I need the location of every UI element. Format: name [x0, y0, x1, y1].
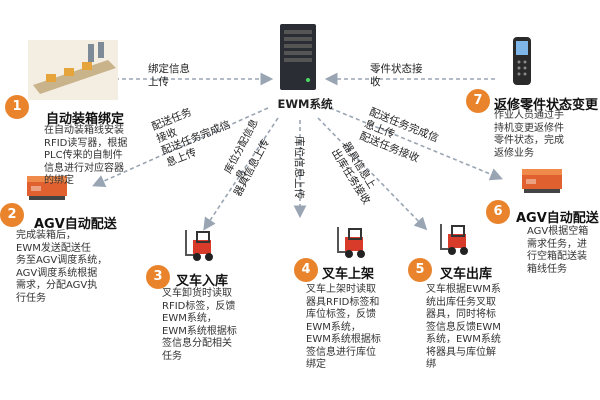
arrow-delivery-left [92, 107, 269, 187]
arrow-forklift-out [317, 117, 428, 231]
step-7-title: 返修零件状态变更 [494, 98, 599, 113]
forklift-icon [183, 228, 219, 262]
step-5-title: 叉车出库 [440, 267, 493, 282]
step-4-desc: 叉车上架时读取 器具RFID标签和 库位标签，反馈 EWM系统， EWM系统根据… [306, 284, 381, 370]
step-6-desc: AGV根据空箱 需求任务，进 行空箱配送装 箱线任务 [527, 226, 589, 275]
step-1-number: 1 [5, 95, 29, 119]
step-3-title: 叉车入库 [176, 274, 229, 289]
flow-part-status-receive: 零件状态接 收 [370, 63, 423, 88]
step-4-title: 叉车上架 [322, 267, 375, 282]
arrow-delivery-right [329, 107, 503, 181]
step-2-title: AGV自动配送 [34, 217, 117, 232]
server-icon [278, 22, 320, 94]
step-2-desc: 完成装箱后， EWM发送配送任 务至AGV调度系统， AGV调度系统根据 需求，… [16, 230, 108, 304]
step-6-title: AGV自动配送 [516, 211, 599, 226]
forklift-icon [335, 225, 371, 259]
handheld-scanner-icon [512, 36, 532, 86]
step-2-number: 2 [0, 203, 24, 227]
step-5-number: 5 [408, 258, 432, 282]
forklift-icon [438, 222, 474, 256]
step-7-number: 7 [466, 89, 490, 113]
arrow-forklift-in [203, 117, 279, 231]
flow-location-upload: 库位信息上传 [293, 136, 305, 199]
step-3-desc: 叉车卸货时读取 RFID标签，反馈 EWM系统， EWM系统根据标 签信息分配相… [162, 288, 237, 362]
step-1-title: 自动装箱绑定 [46, 112, 125, 127]
step-4-number: 4 [294, 258, 318, 282]
agv-cart-icon [25, 172, 69, 202]
step-5-desc: 叉车根据EWM系 统出库任务叉取 器具，同时将标 签信息反馈EWM 系统，EWM… [426, 284, 501, 370]
step-1-desc: 在自动装箱线安装 RFID读写器，根据 PLC传来的自制件 信息进行对应容器 的… [44, 125, 128, 186]
assembly-line-icon [28, 40, 118, 100]
step-6-number: 6 [486, 200, 510, 224]
flow-bind-upload: 绑定信息 上传 [148, 63, 190, 88]
step-3-number: 3 [146, 265, 170, 289]
server-label: EWM系统 [277, 97, 333, 111]
step-7-desc: 作业人员通过手 持机变更返修件 零件状态，完成 返修业务 [494, 110, 564, 159]
agv-cart-icon [520, 165, 564, 195]
